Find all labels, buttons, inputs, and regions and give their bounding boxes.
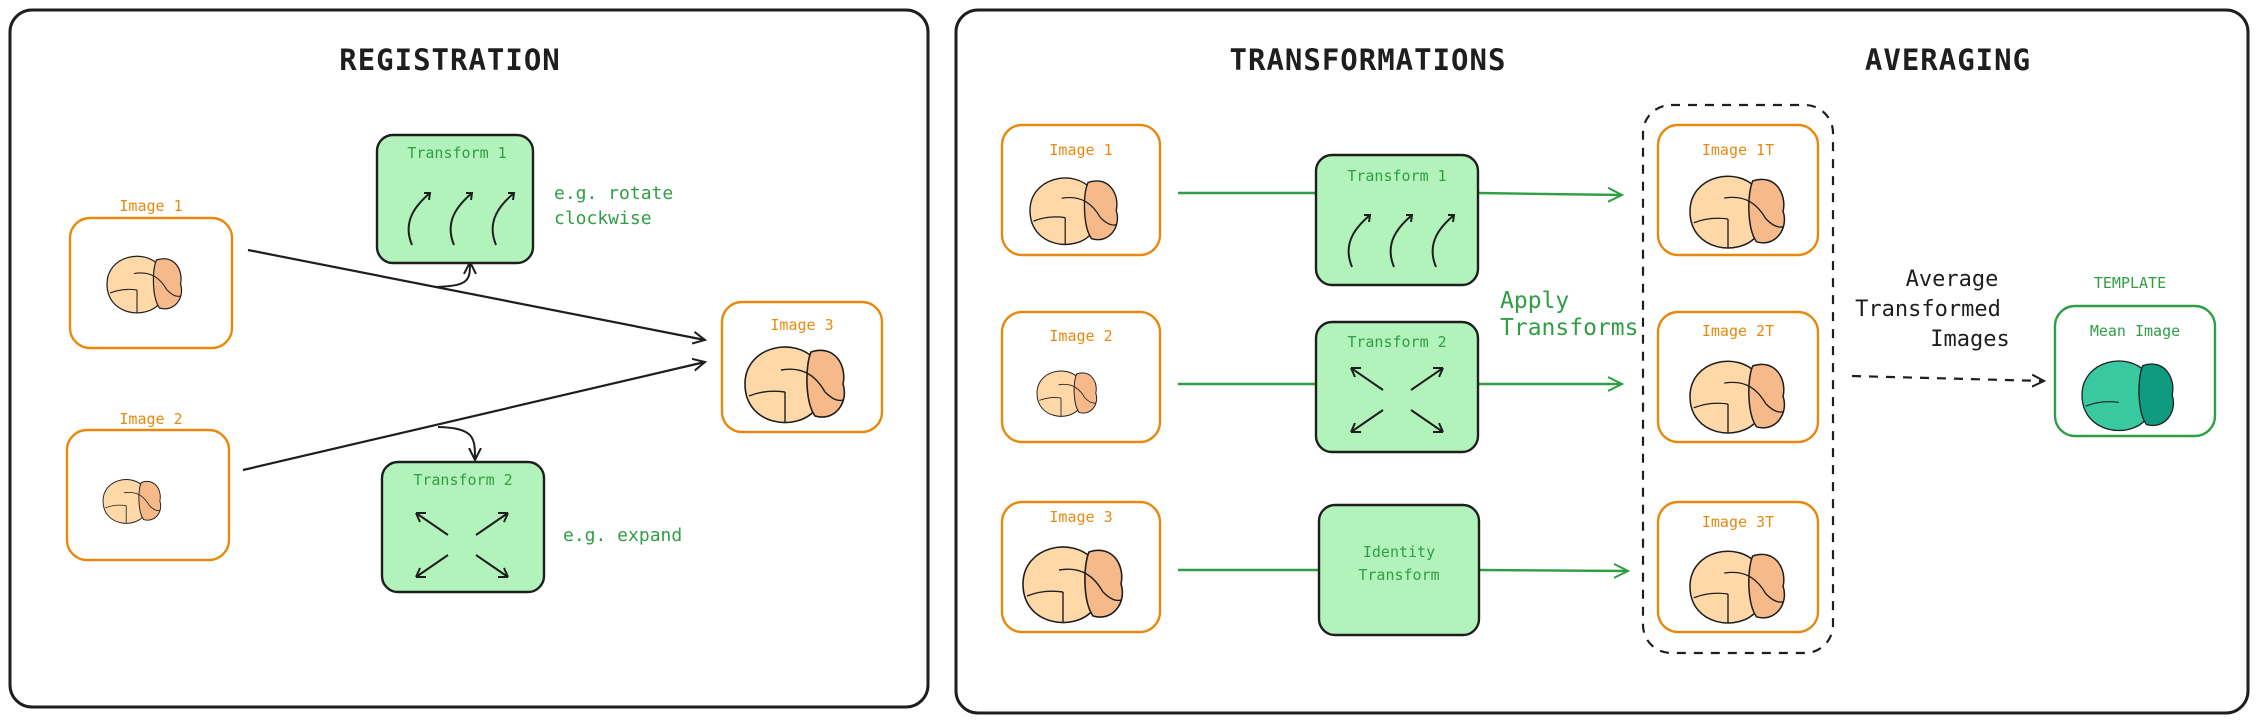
row3-arrow (1479, 570, 1628, 571)
arrow-image1-to-image3 (247, 248, 705, 340)
brain-icon (106, 255, 183, 314)
brain-icon (1689, 550, 1786, 624)
image3t-label: Image 3T (1702, 513, 1774, 531)
tr-transform2-box (1314, 320, 1480, 454)
brain-icon (102, 479, 162, 524)
reg-transform1-label: Transform 1 (407, 144, 506, 162)
tr-transform1-label: Transform 1 (1347, 167, 1446, 185)
brain-icon (1689, 360, 1786, 434)
tr-identity-box (1317, 503, 1481, 637)
note-rotate-line1: e.g. rotate (554, 183, 673, 204)
average-arrow (1851, 376, 2044, 381)
brain-icon (1036, 370, 1098, 417)
brain-icon (744, 346, 846, 424)
template-label: TEMPLATE (2094, 274, 2166, 292)
connector-to-transform1 (434, 262, 470, 288)
mean-brain-icon (2081, 360, 2175, 432)
tr-transform2-label: Transform 2 (1347, 333, 1446, 351)
arrow-image2-to-image3 (242, 362, 705, 472)
registration-title: REGISTRATION (339, 43, 561, 77)
brain-icon (1022, 546, 1124, 624)
registration-panel (8, 8, 930, 709)
image2t-label: Image 2T (1702, 322, 1774, 340)
reg-image1-label: Image 1 (119, 197, 182, 215)
reg-transform2-label: Transform 2 (413, 471, 512, 489)
averaging-title: AVERAGING (1865, 43, 2031, 77)
transformations-title: TRANSFORMATIONS (1230, 43, 1507, 77)
identity-label-line2: Transform (1358, 566, 1439, 584)
row1-arrow (1477, 193, 1622, 195)
mean-image-label: Mean Image (2090, 322, 2180, 340)
avg-line2: Transformed (1855, 297, 2001, 322)
reg-image2-label: Image 2 (119, 410, 182, 428)
apply-line2: Transforms (1500, 315, 1638, 341)
tr-image1-label: Image 1 (1049, 141, 1112, 159)
image1t-label: Image 1T (1702, 141, 1774, 159)
reg-transform2-box (380, 460, 546, 594)
reg-image3-label: Image 3 (770, 316, 833, 334)
identity-label-line1: Identity (1363, 543, 1435, 561)
apply-line1: Apply (1500, 288, 1569, 314)
tr-image2-label: Image 2 (1049, 327, 1112, 345)
tr-transform1-box (1314, 153, 1480, 287)
brain-icon (1689, 175, 1786, 249)
connector-to-transform2 (437, 426, 475, 460)
tr-image3-label: Image 3 (1049, 508, 1112, 526)
note-expand: e.g. expand (563, 525, 682, 546)
avg-line1: Average (1906, 267, 1999, 292)
transform-average-panel (954, 8, 2250, 715)
note-rotate-line2: clockwise (554, 208, 652, 229)
avg-line3: Images (1930, 327, 2009, 352)
reg-transform1-box (375, 133, 535, 265)
brain-icon (1029, 177, 1119, 246)
